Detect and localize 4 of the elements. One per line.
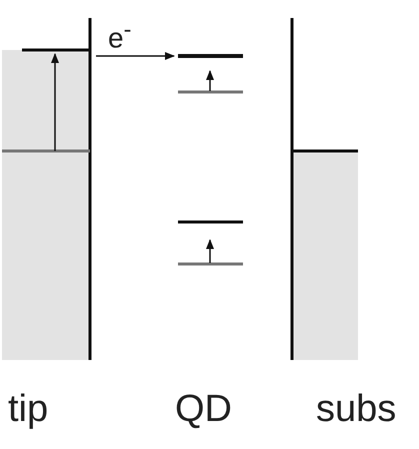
region-label: tip [8, 390, 48, 428]
arrow [96, 52, 175, 60]
region-label: QD [175, 390, 232, 428]
region-label: subs [316, 390, 396, 428]
